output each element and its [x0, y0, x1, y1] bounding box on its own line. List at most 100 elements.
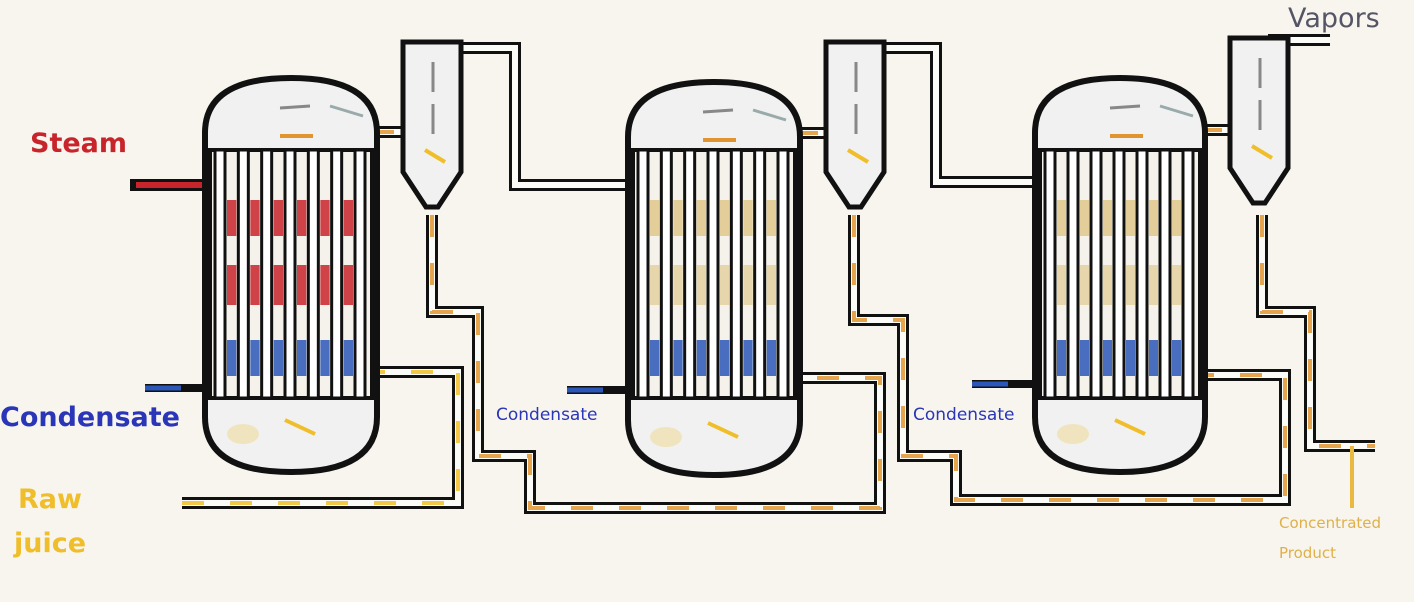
heating-band [1172, 200, 1181, 236]
heating-band [696, 265, 706, 305]
juice-swirl-mark [284, 418, 316, 436]
heating-band [1080, 200, 1089, 236]
heating-band [250, 265, 260, 305]
condensate-band [343, 340, 353, 376]
dome-mark [329, 104, 364, 118]
raw-juice-label-line-2: juice [14, 528, 87, 559]
heat-tube [236, 148, 250, 400]
vapor-line-1-to-2 [440, 42, 636, 191]
heat-tube [1135, 148, 1149, 400]
heating-band [720, 200, 730, 236]
raw-juice-feed-pipe [182, 366, 464, 509]
condensate-band [650, 340, 660, 376]
vapor-separators [400, 35, 1291, 210]
heating-band [743, 265, 753, 305]
heat-tube [1181, 148, 1195, 400]
heating-band [766, 200, 776, 236]
heating-band [1103, 265, 1112, 305]
condensate-label-effect-3: Condensate [913, 405, 1015, 425]
heating-band [1126, 200, 1135, 236]
dome-mark [1109, 104, 1141, 110]
heating-band [1149, 265, 1158, 305]
vapor-line-2-to-3 [865, 42, 1040, 188]
heating-band [673, 265, 683, 305]
heat-tube [330, 148, 344, 400]
juice-transfer-2-to-3 [848, 215, 1291, 506]
separator-juice-mark [423, 148, 447, 164]
heat-tube [1066, 148, 1080, 400]
heat-tube [659, 148, 673, 400]
heating-band [297, 200, 307, 236]
heating-band [720, 265, 730, 305]
heat-tube [1043, 148, 1057, 400]
heating-band [250, 200, 260, 236]
condensate-label: Condensate [0, 402, 180, 433]
heating-band [1126, 265, 1135, 305]
heat-tube [213, 148, 227, 400]
dome-mark [1159, 104, 1194, 118]
juice-swirl-mark [1114, 418, 1146, 436]
condensate-band [250, 340, 260, 376]
heat-tube [353, 148, 367, 400]
heating-band [1103, 200, 1112, 236]
heat-tube [636, 148, 650, 400]
condensate-band [1172, 340, 1181, 376]
condensate-band [1080, 340, 1089, 376]
heat-tube [260, 148, 274, 400]
heat-tube [306, 148, 320, 400]
concentrated-product-label: Concentrated [1279, 514, 1382, 532]
juice-pool [650, 427, 682, 447]
condensate-band [696, 340, 706, 376]
heating-band [696, 200, 706, 236]
heating-band [227, 200, 237, 236]
heating-band [343, 265, 353, 305]
condensate-label-effect-2: Condensate [496, 405, 598, 425]
heating-band [297, 265, 307, 305]
condensate-band [673, 340, 683, 376]
heating-band [743, 200, 753, 236]
juice-pool [1057, 424, 1089, 444]
condensate-band [227, 340, 237, 376]
raw-juice-label: Raw [18, 484, 82, 515]
separator-juice-mark [1250, 144, 1274, 160]
heat-tube [729, 148, 743, 400]
dome-mark [702, 108, 734, 114]
evaporator-vessel-2 [625, 78, 803, 479]
heating-band [650, 200, 660, 236]
product-outlet-pipe [1256, 215, 1375, 452]
steam-label: Steam [30, 128, 128, 159]
condensate-band [1126, 340, 1135, 376]
heating-band [1080, 265, 1089, 305]
heat-tube [283, 148, 297, 400]
heating-band [343, 200, 353, 236]
heating-band [650, 265, 660, 305]
heating-band [227, 265, 237, 305]
evaporator-vessels [202, 74, 1208, 479]
evaporator-vessel-1 [202, 74, 380, 476]
condensate-band [743, 340, 753, 376]
heating-band [1149, 200, 1158, 236]
separator-juice-mark [846, 148, 870, 164]
heat-tube [706, 148, 720, 400]
heating-band [273, 200, 283, 236]
heat-tube [753, 148, 767, 400]
concentrated-product-label-line-2: Product [1279, 544, 1336, 562]
heat-tube [683, 148, 697, 400]
condensate-band [1057, 340, 1066, 376]
separator-1 [400, 39, 464, 210]
vapors-label: Vapors [1288, 3, 1380, 34]
pipe-network [130, 34, 1375, 514]
separator-3 [1227, 35, 1291, 206]
heating-band [273, 265, 283, 305]
juice-pool [227, 424, 259, 444]
heating-band [673, 200, 683, 236]
condensate-band [297, 340, 307, 376]
heat-tube [776, 148, 790, 400]
condensate-band [766, 340, 776, 376]
heating-band [320, 265, 330, 305]
heating-band [766, 265, 776, 305]
condensate-band [1103, 340, 1112, 376]
condensate-band [273, 340, 283, 376]
